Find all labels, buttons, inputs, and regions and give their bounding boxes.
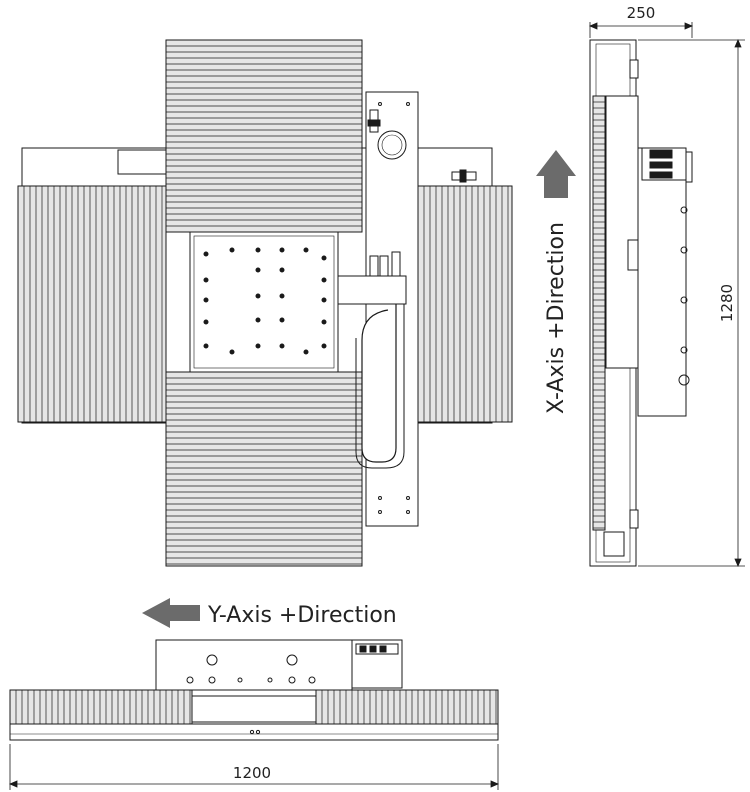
dimension-1280: 1280: [718, 284, 736, 322]
side-view: [589, 39, 693, 567]
dimension-1200: 1200: [233, 764, 271, 782]
left-horizontal-bellows: [17, 185, 167, 423]
top-view: [17, 39, 513, 567]
upper-vertical-bellows: [165, 39, 363, 233]
front-view-bellows-right: [315, 689, 499, 725]
side-view-head: [637, 147, 687, 417]
carriage-mounting-holes: [203, 247, 327, 355]
right-horizontal-bellows: [417, 185, 513, 423]
top-view-left-block: [117, 149, 167, 175]
front-view-bellows-left: [9, 689, 193, 725]
dimension-lines: [8, 22, 745, 790]
front-view: [9, 639, 499, 741]
dimension-250: 250: [627, 4, 656, 22]
x-axis-arrow-icon: [536, 150, 576, 198]
cable-chain-loop: [361, 304, 397, 463]
side-view-bellows: [592, 95, 606, 531]
carriage-arm: [337, 275, 407, 305]
y-axis-direction-label: Y-Axis +Direction: [207, 603, 397, 628]
x-axis-direction-label: X-Axis +Direction: [544, 222, 569, 414]
center-carriage-plate: [189, 231, 339, 373]
side-view-carriage: [605, 95, 639, 369]
front-view-head: [155, 639, 353, 691]
y-axis-arrow-icon: [142, 598, 200, 628]
lower-vertical-bellows: [165, 371, 363, 567]
top-view-right-bracket: [417, 147, 493, 189]
